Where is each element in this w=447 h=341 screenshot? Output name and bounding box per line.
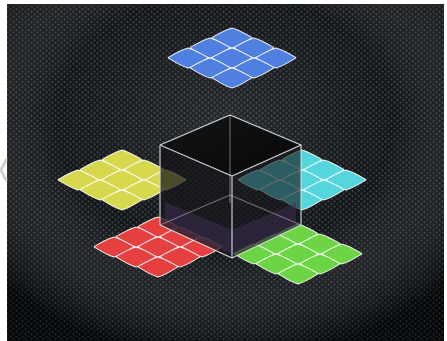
isometric-cube-scene — [0, 0, 447, 341]
game-stage — [0, 0, 447, 341]
